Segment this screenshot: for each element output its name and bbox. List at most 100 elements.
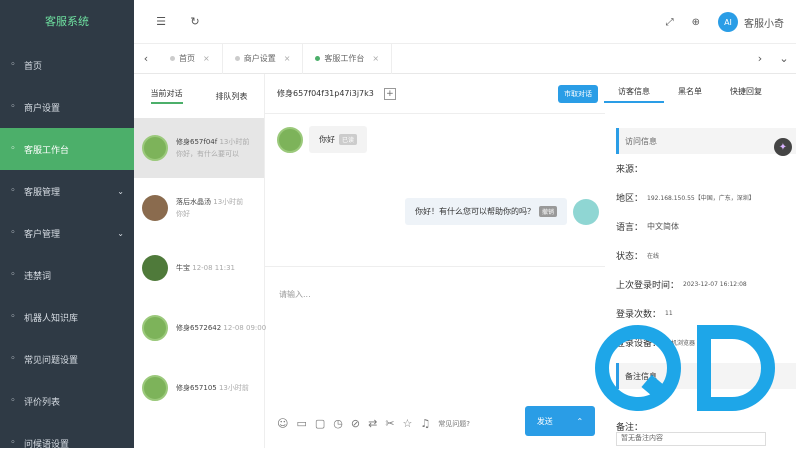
tab-current-chat[interactable]: 当前对话	[150, 88, 183, 104]
status-dot	[170, 56, 175, 61]
chevron-down-icon[interactable]: ⌄	[779, 52, 789, 65]
star-icon[interactable]: ☆	[402, 417, 413, 430]
close-icon[interactable]: ×	[203, 54, 210, 63]
contact-name: 修身657105	[176, 384, 217, 392]
user-icon: ◦	[10, 186, 16, 196]
file-icon[interactable]: ▢	[314, 417, 326, 430]
sidebar-item-1[interactable]: ◦商户设置	[0, 86, 134, 128]
info-value: 2023-12-07 16:12:08	[683, 281, 747, 288]
list-item[interactable]: 落后水晶汤 13小时前你好	[134, 178, 264, 238]
contact-name: 牛宝	[176, 264, 190, 272]
sidebar-item-label: 评价列表	[24, 397, 61, 408]
timestamp: 12-08 11:31	[192, 264, 235, 272]
top-bar: ☰ ↻	[134, 0, 796, 44]
headset-icon: ◦	[10, 144, 16, 154]
list-item[interactable]: 修身657105 13小时前	[134, 358, 264, 418]
robot-icon: ◦	[10, 312, 16, 322]
info-key: 语言：	[616, 223, 644, 233]
info-value: 11	[665, 310, 673, 317]
info-key: 来源：	[616, 165, 644, 175]
menu-toggle-icon[interactable]: ☰	[156, 15, 166, 28]
sidebar-item-3[interactable]: ◦客服管理⌄	[0, 170, 134, 212]
sidebar-item-9[interactable]: ◦问候语设置	[0, 422, 134, 464]
transfer-icon[interactable]: ⇄	[368, 417, 378, 430]
add-icon[interactable]: +	[383, 87, 396, 100]
incoming-message: 你好 已读	[277, 126, 368, 153]
language-icon[interactable]: ⊕	[691, 16, 700, 28]
message-input[interactable]: 请输入...	[279, 290, 311, 299]
fullscreen-icon[interactable]: ⤢	[665, 16, 674, 28]
last-message: 你好	[176, 210, 190, 218]
refresh-icon[interactable]: ↻	[190, 15, 200, 28]
history-icon[interactable]: ◷	[333, 417, 343, 430]
avatar	[142, 135, 168, 161]
take-chat-button[interactable]: 市取对话	[558, 85, 598, 103]
emoji-icon[interactable]: ☺	[277, 417, 289, 430]
sparkle-icon[interactable]: ✦	[774, 138, 792, 156]
avatar: AI	[718, 12, 738, 32]
sidebar-item-6[interactable]: ◦ 机器人知识库	[0, 296, 134, 338]
chevron-up-icon[interactable]: ⌃	[576, 416, 584, 426]
sidebar-item-8[interactable]: ◦评价列表	[0, 380, 134, 422]
block-icon: ◦	[10, 270, 16, 280]
timestamp: 13小时前	[213, 198, 244, 206]
home-icon: ◦	[10, 60, 16, 70]
app-title: 客服系统	[45, 15, 89, 28]
tab-queue[interactable]: 排队列表	[215, 91, 248, 101]
tab-label: 客服工作台	[324, 54, 365, 63]
message-text: 你好	[319, 135, 335, 144]
tabs-scroll-left-icon[interactable]: ‹	[143, 52, 149, 65]
sidebar-item-label: 违禁词	[24, 271, 52, 282]
message-text: 你好！有什么您可以帮助你的吗？	[415, 207, 535, 216]
remark-input[interactable]: 暂无备注内容	[616, 432, 766, 446]
users-icon: ◦	[10, 228, 16, 238]
status-dot	[315, 56, 321, 61]
user-name: 客服小奇	[744, 18, 784, 30]
sidebar-item-2[interactable]: ◦ 客服工作台	[0, 128, 134, 170]
sidebar-item-4[interactable]: ◦客户管理⌄	[0, 212, 134, 254]
close-icon[interactable]: ×	[283, 54, 291, 63]
list-item[interactable]: 修身6572642 12-08 09:00	[134, 298, 266, 358]
send-button[interactable]: 发送 ⌃	[525, 406, 595, 436]
chat-panel: 修身657f04f31p47i3j7k3 + 你好 已读 你好！有什么您可以帮助…	[265, 74, 605, 448]
info-row: 地区：192.168.150.55【中国，广东，深圳】	[616, 183, 796, 212]
sidebar-item-7[interactable]: ◦常见问题设置	[0, 338, 134, 380]
watermark-logo	[595, 325, 775, 411]
scissors-icon[interactable]: ✂	[385, 417, 395, 430]
right-tab-2[interactable]: 快捷回复	[730, 86, 762, 96]
right-tab-1[interactable]: 黑名单	[678, 86, 702, 96]
message-bubble: 你好 已读	[309, 126, 368, 153]
block-icon[interactable]: ⊘	[350, 417, 361, 430]
image-icon[interactable]: ▭	[296, 417, 307, 430]
conversation-list: 当前对话 排队列表 修身657f04f 13小时前你好，有什么要可以落后水晶汤 …	[134, 74, 266, 448]
info-row: 上次登录时间：2023-12-07 16:12:08	[616, 270, 796, 299]
sidebar-item-label: 客户管理	[24, 229, 61, 240]
info-value: 在线	[647, 253, 660, 260]
tab-2[interactable]: 客服工作台 ×	[303, 43, 393, 74]
info-key: 上次登录时间：	[616, 281, 680, 291]
tab-1[interactable]: 商户设置×	[223, 43, 304, 74]
info-row: 状态：在线	[616, 241, 796, 270]
tab-0[interactable]: 首页×	[158, 43, 223, 74]
info-key: 登录次数：	[616, 310, 662, 320]
mic-icon[interactable]: ♫	[420, 417, 431, 430]
list-item[interactable]: 修身657f04f 13小时前你好，有什么要可以	[134, 118, 264, 178]
faq-hint[interactable]: 常见问题?	[438, 419, 471, 428]
chat-title: 修身657f04f31p47i3j7k3	[277, 89, 374, 98]
info-value: 中文简体	[647, 222, 680, 231]
close-icon[interactable]: ×	[372, 54, 380, 63]
tabs-scroll-right-icon[interactable]: ›	[757, 52, 763, 65]
right-tab-0[interactable]: 访客信息	[604, 86, 664, 103]
sidebar-item-label: 机器人知识库	[24, 313, 79, 324]
robot-avatar	[573, 198, 600, 225]
sidebar-item-label: 客服工作台	[24, 145, 70, 156]
list-item[interactable]: 牛宝 12-08 11:31	[134, 238, 264, 298]
recall-button[interactable]: 撤销	[539, 206, 558, 217]
sidebar-item-0[interactable]: ◦首页	[0, 44, 134, 86]
sidebar-item-5[interactable]: ◦ 违禁词	[0, 254, 134, 296]
remark-label: 备注：	[616, 423, 644, 433]
avatar	[142, 255, 168, 281]
contact-name: 落后水晶汤	[176, 198, 211, 206]
user-menu[interactable]: AI 客服小奇	[718, 12, 784, 32]
chevron-down-icon: ⌄	[117, 186, 124, 196]
